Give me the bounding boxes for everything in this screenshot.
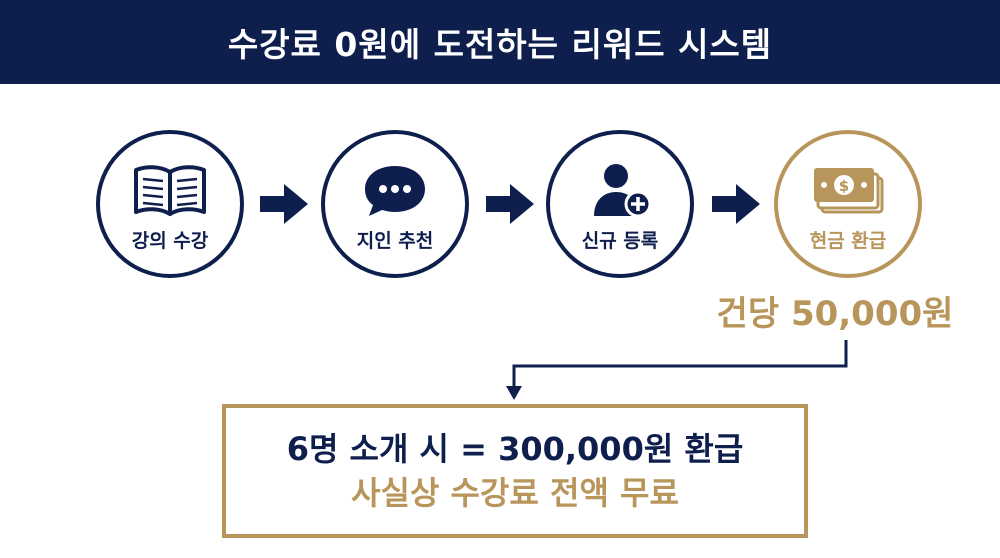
right-arrow-icon: [260, 184, 308, 224]
svg-text:$: $: [839, 177, 849, 195]
step-lecture: 강의 수강: [96, 130, 244, 278]
right-arrow-icon: [486, 184, 534, 224]
step-label: 강의 수강: [131, 230, 209, 252]
open-book-icon: [134, 165, 206, 216]
chat-bubble-icon: [365, 166, 425, 216]
down-arrow-icon: [506, 386, 522, 400]
right-arrow-icon: [712, 184, 760, 224]
step-label: 지인 추천: [356, 230, 434, 252]
per-case-amount: 건당 50,000원: [716, 294, 954, 334]
cash-bills-icon: $: [814, 168, 884, 214]
add-user-icon: [594, 164, 652, 218]
title-banner: 수강료 0원에 도전하는 리워드 시스템: [0, 0, 1000, 84]
step-label: 신규 등록: [581, 230, 659, 252]
step-referral: 지인 추천: [321, 130, 469, 278]
page-title: 수강료 0원에 도전하는 리워드 시스템: [227, 25, 773, 64]
step-label: 현금 환급: [809, 230, 887, 252]
result-box: 6명 소개 시 = 300,000원 환급 사실상 수강료 전액 무료: [222, 404, 808, 538]
result-summary: 6명 소개 시 = 300,000원 환급: [286, 430, 744, 468]
step-cash-refund: $ 현금 환급: [774, 130, 922, 278]
step-registration: 신규 등록: [546, 130, 694, 278]
result-conclusion: 사실상 수강료 전액 무료: [351, 474, 679, 512]
